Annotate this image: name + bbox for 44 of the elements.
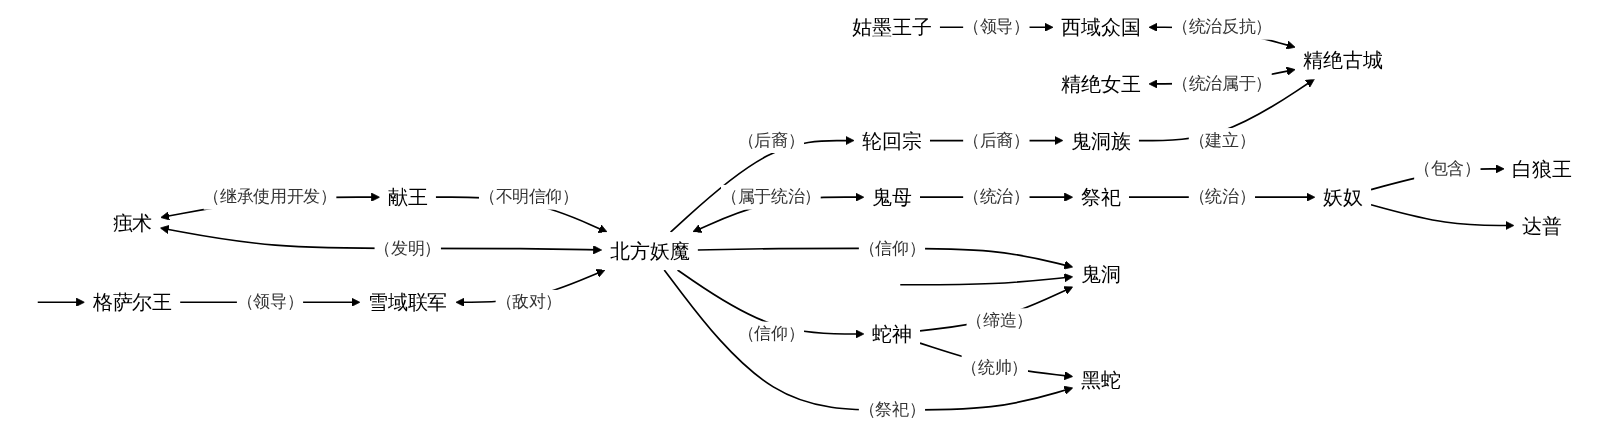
edge-label: （后裔） (737, 130, 805, 150)
edge-label: （属于统治） (721, 186, 821, 207)
node-text: 鬼母 (872, 185, 912, 209)
node-text: 鬼洞 (1081, 262, 1121, 286)
edge-label: （信仰） (737, 323, 805, 344)
edge-label: （领导） (963, 16, 1030, 37)
arrow (669, 136, 855, 233)
node-text: 雪域联军 (368, 290, 448, 314)
arrow (919, 342, 1074, 381)
node-text: 鬼洞族 (1071, 128, 1131, 152)
edge-label: （统治） (1188, 186, 1256, 207)
edge-label: （敌对） (495, 291, 563, 312)
edge-label: （后裔） (963, 130, 1030, 150)
arrow (899, 273, 1074, 286)
node-text: 献王 (387, 185, 428, 209)
node-text: 精绝女王 (1061, 72, 1141, 96)
node-text: 轮回宗 (862, 128, 922, 152)
node-text: 祭祀 (1081, 185, 1121, 209)
edge-label: （包含） (1414, 158, 1481, 179)
node-text: 黑蛇 (1081, 368, 1121, 391)
node-text: 痋术 (112, 211, 153, 234)
node-text: 格萨尔王 (92, 290, 172, 314)
edge-label: （领导） (236, 291, 304, 312)
edge-label: （缔造） (966, 310, 1033, 331)
arrow (36, 297, 85, 307)
edge-label: （统帅） (961, 357, 1028, 377)
edge-label: （祭祀） (858, 399, 926, 420)
edge-label: （统治属于） (1172, 73, 1272, 94)
node-text: 达普 (1522, 213, 1562, 237)
node-text: 白狼王 (1512, 157, 1572, 181)
edge-label: （发明） (374, 237, 441, 258)
edge-label: （统治） (963, 186, 1030, 207)
edge-label: （不明信仰） (478, 186, 579, 207)
node-text: 西域众国 (1061, 15, 1141, 39)
edge-label: （统治反抗） (1172, 16, 1272, 37)
node-text: 精绝古城 (1303, 48, 1383, 72)
node-text: 妖奴 (1323, 185, 1363, 209)
node-text: 蛇神 (872, 322, 912, 346)
node-text: 北方妖魔 (610, 239, 690, 263)
edge-label: （继承使用开发） (203, 186, 337, 207)
edge-label: （建立） (1188, 130, 1256, 150)
arrow (1370, 203, 1515, 231)
edge-label: （信仰） (858, 237, 926, 258)
node-text: 姑墨王子 (852, 15, 932, 39)
